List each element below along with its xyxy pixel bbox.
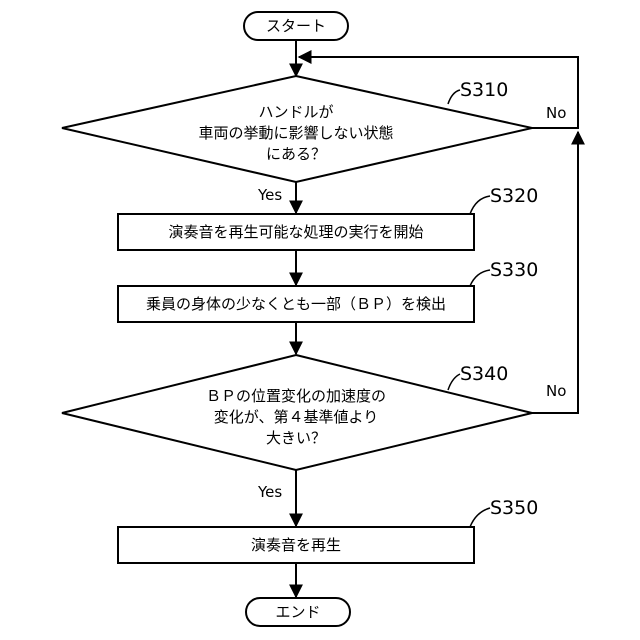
process-s350: 演奏音を再生 <box>118 527 474 563</box>
start-terminal: スタート <box>244 12 348 40</box>
step-ref-s310: S310 <box>448 79 508 104</box>
decision-s310-line-1: ハンドルが <box>258 103 333 121</box>
step-ref-s340: S340 <box>448 363 508 390</box>
branch-s340-no: No <box>546 382 566 400</box>
step-ref-s330: S330 <box>470 259 538 286</box>
step-label-s330: S330 <box>490 259 538 281</box>
process-s320-label: 演奏音を再生可能な処理の実行を開始 <box>168 223 423 241</box>
end-label: エンド <box>275 603 320 621</box>
step-ref-s350: S350 <box>470 497 538 527</box>
process-s320: 演奏音を再生可能な処理の実行を開始 <box>118 214 474 250</box>
step-label-s310: S310 <box>460 79 508 101</box>
step-label-s350: S350 <box>490 497 538 519</box>
process-s330: 乗員の身体の少なくとも一部（ＢＰ）を検出 <box>118 286 474 322</box>
loop-s340-no <box>532 132 578 413</box>
branch-s310-no: No <box>546 104 566 122</box>
step-label-s340: S340 <box>460 363 508 385</box>
step-ref-s320: S320 <box>470 185 538 214</box>
decision-s340-line-2: 変化が、第４基準値より <box>214 408 378 426</box>
start-label: スタート <box>266 17 326 35</box>
decision-s310-line-2: 車両の挙動に影響しない状態 <box>198 124 393 142</box>
step-label-s320: S320 <box>490 185 538 207</box>
process-s330-label: 乗員の身体の少なくとも一部（ＢＰ）を検出 <box>146 295 446 313</box>
branch-s340-yes: Yes <box>257 483 282 501</box>
end-terminal: エンド <box>246 598 350 626</box>
process-s350-label: 演奏音を再生 <box>251 536 341 554</box>
decision-s340-line-1: ＢＰの位置変化の加速度の <box>206 387 386 405</box>
decision-s340-line-3: 大きい？ <box>266 429 326 447</box>
decision-s310-line-3: にある？ <box>266 145 326 163</box>
branch-s310-yes: Yes <box>257 186 282 204</box>
